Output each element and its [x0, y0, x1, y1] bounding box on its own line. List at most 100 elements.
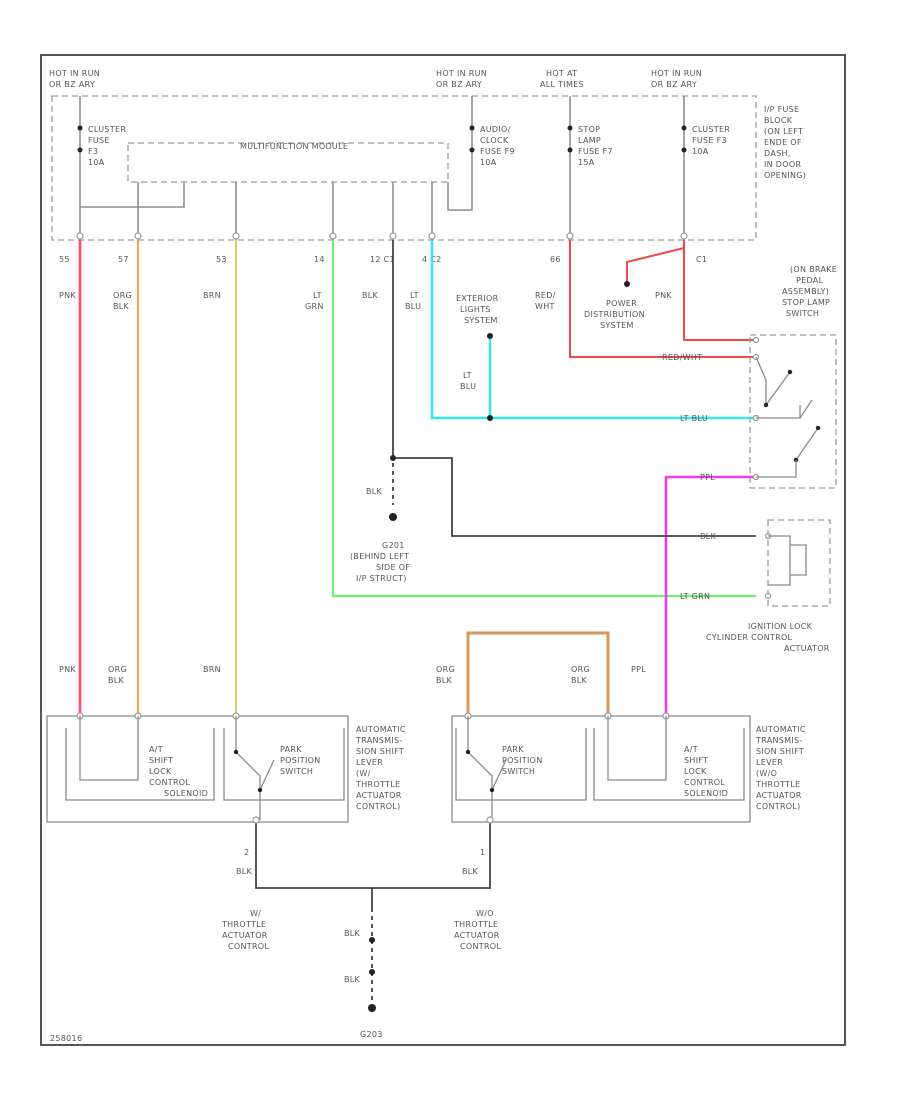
svg-text:53: 53: [216, 255, 227, 264]
splice-dots: [369, 281, 630, 975]
svg-text:PNK: PNK: [655, 291, 672, 300]
fuse-block-connector-pins: [76, 232, 688, 240]
svg-text:BRN: BRN: [203, 291, 221, 300]
svg-text:BLK: BLK: [113, 302, 130, 311]
wire-org-blk-jumper: [466, 631, 610, 716]
svg-text:55: 55: [59, 255, 70, 264]
coil-icon: [790, 544, 807, 576]
fuse-block-outline: [51, 95, 757, 241]
wire-labels-top: PNK ORG BLK BRN LT GRN BLK LT BLU RED/ W…: [59, 291, 717, 601]
svg-text:BLK: BLK: [362, 291, 379, 300]
left-shift-lever-assembly: [46, 712, 349, 824]
without-throttle-label: W/O THROTTLE ACTUATOR CONTROL: [453, 909, 503, 951]
svg-text:LT: LT: [313, 291, 322, 300]
wire-labels-lower: PNK ORG BLK BRN ORG BLK ORG BLK PPL BLK …: [59, 665, 646, 984]
right-solenoid-coil-icon: [607, 716, 667, 781]
svg-text:LT GRN: LT GRN: [680, 592, 710, 601]
wire-ppl: [664, 475, 756, 716]
svg-text:BLK: BLK: [236, 867, 253, 876]
left-assembly-label: AUTOMATIC TRANSMIS- SION SHIFT LEVER (W/…: [355, 725, 409, 811]
hot-in-run-label-2: HOT IN RUN: [436, 69, 487, 78]
svg-text:ORG: ORG: [113, 291, 132, 300]
cluster-fuse-left-icon: [77, 125, 83, 131]
diagram-frame: [40, 54, 846, 1046]
ground-g201-label: G201 (BEHIND LEFT SIDE OF I/P STRUCT): [350, 541, 413, 583]
hot-in-run-label-3: HOT IN RUN: [651, 69, 702, 78]
stop-lamp-fuse-icon: [567, 125, 573, 131]
svg-text:ORG: ORG: [436, 665, 455, 674]
svg-text:ORG: ORG: [571, 665, 590, 674]
svg-text:WHT: WHT: [535, 302, 555, 311]
svg-text:PPL: PPL: [700, 473, 715, 482]
svg-text:BLK: BLK: [344, 975, 361, 984]
svg-text:BLU: BLU: [405, 302, 421, 311]
right-park-switch-icon: [489, 787, 495, 793]
multifunction-module-label: MULTIFUNCTION MODULE: [240, 142, 348, 151]
cluster-fuse-right-icon: [681, 125, 687, 131]
fuse-block-internal-wiring: [79, 96, 685, 240]
svg-text:LT: LT: [410, 291, 419, 300]
svg-text:66: 66: [550, 255, 561, 264]
left-solenoid-coil-icon: [79, 716, 139, 781]
svg-text:14: 14: [314, 255, 325, 264]
svg-text:BLK: BLK: [571, 676, 588, 685]
right-park-switch-label: PARK POSITION SWITCH: [502, 745, 545, 776]
brake-switch-label: (ON BRAKE PEDAL ASSEMBLY) STOP LAMP SWIT…: [782, 265, 840, 318]
fuse-markers: [77, 125, 687, 153]
svg-text:BLK: BLK: [108, 676, 125, 685]
svg-text:BLK: BLK: [366, 487, 383, 496]
with-throttle-label: W/ THROTTLE ACTUATOR CONTROL: [221, 909, 271, 951]
svg-text:BLK: BLK: [436, 676, 453, 685]
diagram-id: 258016: [50, 1034, 82, 1043]
hot-in-run-sub-3: OR BZ ARY: [651, 80, 697, 89]
svg-text:ORG: ORG: [108, 665, 127, 674]
wire-blk-actuator: [393, 457, 756, 537]
svg-text:BLK: BLK: [700, 532, 717, 541]
svg-text:BRN: BRN: [203, 665, 221, 674]
svg-text:PNK: PNK: [59, 665, 76, 674]
right-shift-lever-assembly: [451, 712, 751, 824]
ignition-actuator-label: IGNITION LOCK CYLINDER CONTROL ACTUATOR: [706, 622, 830, 653]
terminal-numbers: 55 57 53 14 12 C1 4 C2 66 C1: [59, 255, 707, 264]
svg-text:BLU: BLU: [460, 382, 476, 391]
audio-fuse-label: AUDIO/ CLOCK FUSE F9 10A: [480, 125, 518, 167]
left-park-switch-label: PARK POSITION SWITCH: [280, 745, 323, 776]
wire-lt-blu: [430, 240, 756, 420]
svg-text:LT: LT: [463, 371, 472, 380]
hot-in-run-sub-2: OR BZ ARY: [436, 80, 482, 89]
ground-g203-icon: [368, 1004, 376, 1012]
svg-text:12 C1: 12 C1: [370, 255, 395, 264]
hot-in-run-sub-1: OR BZ ARY: [49, 80, 95, 89]
right-assembly-label: AUTOMATIC TRANSMIS- SION SHIFT LEVER (W/…: [755, 725, 809, 811]
left-solenoid-label: A/T SHIFT LOCK CONTROL SOLENOID: [149, 745, 208, 798]
hot-at-all-times-sub: ALL TIMES: [540, 80, 584, 89]
cluster-fuse-left-label: CLUSTER FUSE F3 10A: [88, 125, 129, 167]
svg-text:PPL: PPL: [631, 665, 646, 674]
fuse-block-label: I/P FUSE BLOCK (ON LEFT ENDE OF DASH, IN…: [764, 105, 806, 180]
wire-blk-lower: [255, 820, 491, 889]
svg-text:RED/WHT: RED/WHT: [662, 353, 702, 362]
supply-labels: HOT IN RUN OR BZ ARY HOT IN RUN OR BZ AR…: [49, 69, 702, 89]
right-solenoid-label: A/T SHIFT LOCK CONTROL SOLENOID: [684, 745, 728, 798]
svg-text:57: 57: [118, 255, 129, 264]
wire-pnk-right: [683, 240, 756, 341]
svg-text:PNK: PNK: [59, 291, 76, 300]
ground-g203-label: G203: [360, 1030, 383, 1039]
power-distribution-system-label: POWER DISTRIBUTION SYSTEM: [584, 299, 648, 330]
audio-fuse-icon: [469, 125, 475, 131]
cluster-fuse-right-label: CLUSTER FUSE F3 10A: [692, 125, 733, 156]
stop-lamp-fuse-label: STOP LAMP FUSE F7 15A: [578, 125, 616, 167]
svg-text:BLK: BLK: [344, 929, 361, 938]
svg-text:C1: C1: [696, 255, 707, 264]
wire-power-distribution-link: [626, 247, 685, 284]
ground-g201-icon: [389, 513, 397, 521]
hot-at-all-times-label: HOT AT: [546, 69, 577, 78]
svg-text:2: 2: [244, 848, 249, 857]
svg-text:RED/: RED/: [535, 291, 556, 300]
svg-text:BLK: BLK: [462, 867, 479, 876]
hot-in-run-label-1: HOT IN RUN: [49, 69, 100, 78]
ignition-lock-actuator: [764, 519, 831, 607]
wire-red-wht: [569, 240, 756, 358]
stop-lamp-switch: [749, 334, 837, 489]
